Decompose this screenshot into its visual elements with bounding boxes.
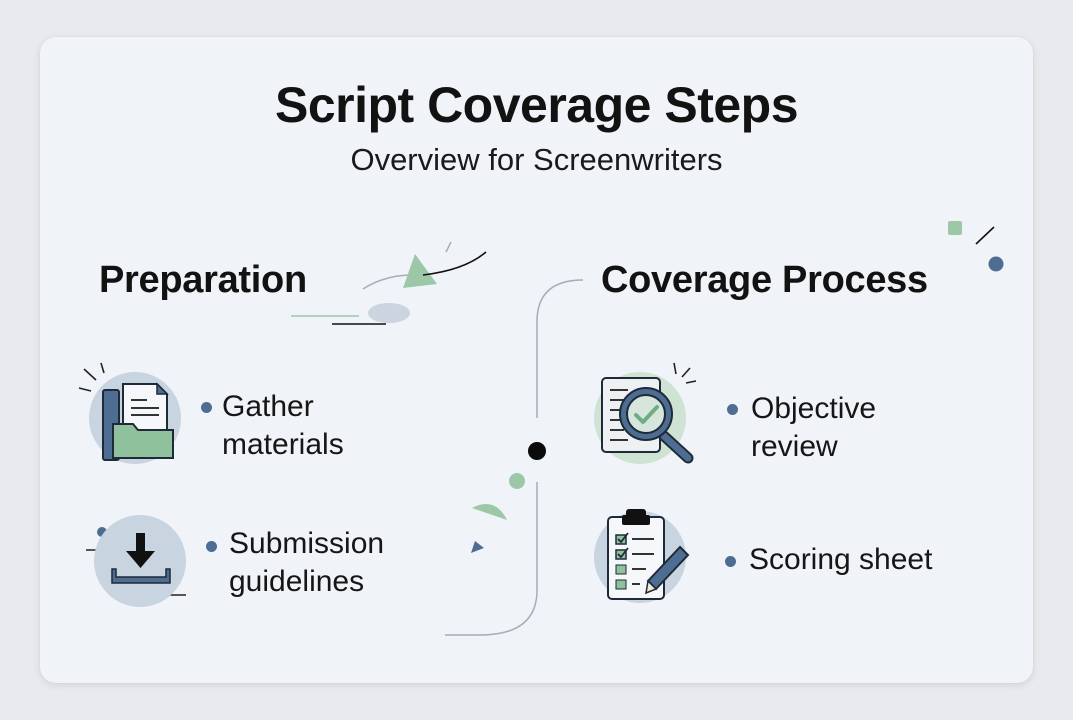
bullet-dot [727,404,738,415]
magnifier-check-icon [594,372,694,464]
item-label-line2: review [751,430,838,463]
bullet-dot [201,402,212,413]
item-label-line1: Gather [222,390,314,423]
item-label-line2: materials [222,428,344,461]
item-objective-review: Objective review [751,390,876,466]
download-tray-icon [94,515,186,607]
item-submission-guidelines: Submission guidelines [229,525,384,601]
section-title-preparation: Preparation [99,259,307,301]
item-label-line1: Scoring sheet [749,543,933,576]
item-label-line1: Submission [229,527,385,560]
bullet-dot [206,541,217,552]
bullet-dot [725,556,736,567]
clipboard-checklist-icon [594,509,690,603]
item-label-line1: Objective [751,392,877,425]
page-subtitle: Overview for Screenwriters [350,142,723,177]
item-label-line2: guidelines [229,565,365,598]
item-gather-materials: Gather materials [222,388,344,464]
section-title-coverage-process: Coverage Process [601,259,928,301]
page-title: Script Coverage Steps [274,77,799,133]
item-scoring-sheet: Scoring sheet [749,541,932,579]
folder-document-icon [89,372,181,464]
